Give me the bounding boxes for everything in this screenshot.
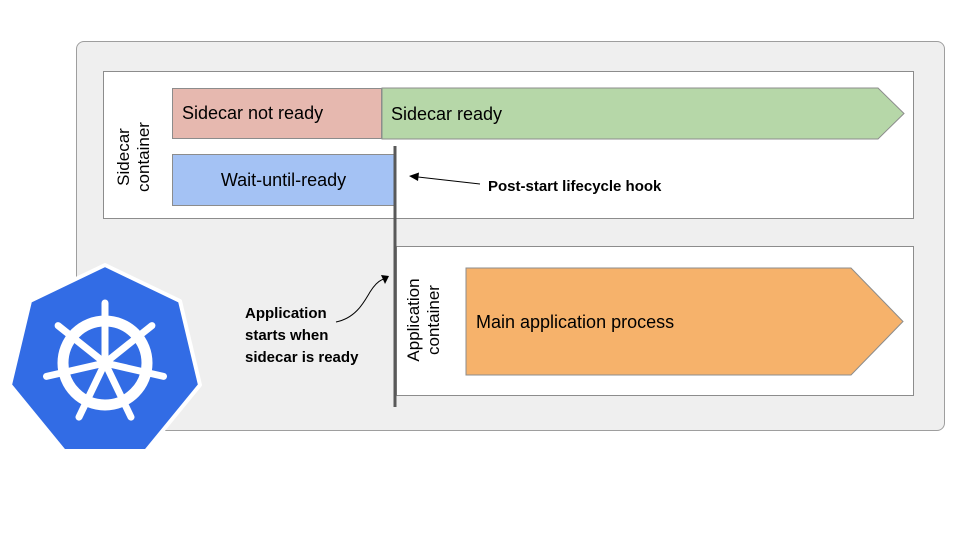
main-application-process-label: Main application process	[476, 312, 674, 332]
sidecar-ready-label: Sidecar ready	[391, 104, 502, 124]
helm-wheel-icon	[43, 299, 167, 421]
post-start-hook-label: Post-start lifecycle hook	[488, 178, 662, 195]
post-start-hook-arrow	[409, 172, 481, 185]
sidecar-ready-arrow: Sidecar ready	[381, 87, 905, 140]
app-starts-line-1: Application	[245, 305, 327, 322]
kubernetes-logo	[8, 263, 202, 453]
app-starts-arrow	[335, 275, 389, 323]
wait-until-ready-label: Wait-until-ready	[220, 169, 347, 190]
app-starts-line-2: starts when	[245, 327, 328, 344]
sidecar-not-ready-label: Sidecar not ready	[182, 103, 324, 123]
wait-until-ready-bar: Wait-until-ready	[172, 154, 395, 206]
sidecar-not-ready-bar: Sidecar not ready	[172, 88, 382, 139]
app-starts-line-3: sidecar is ready	[245, 349, 359, 366]
main-application-process-arrow: Main application process	[465, 267, 904, 376]
